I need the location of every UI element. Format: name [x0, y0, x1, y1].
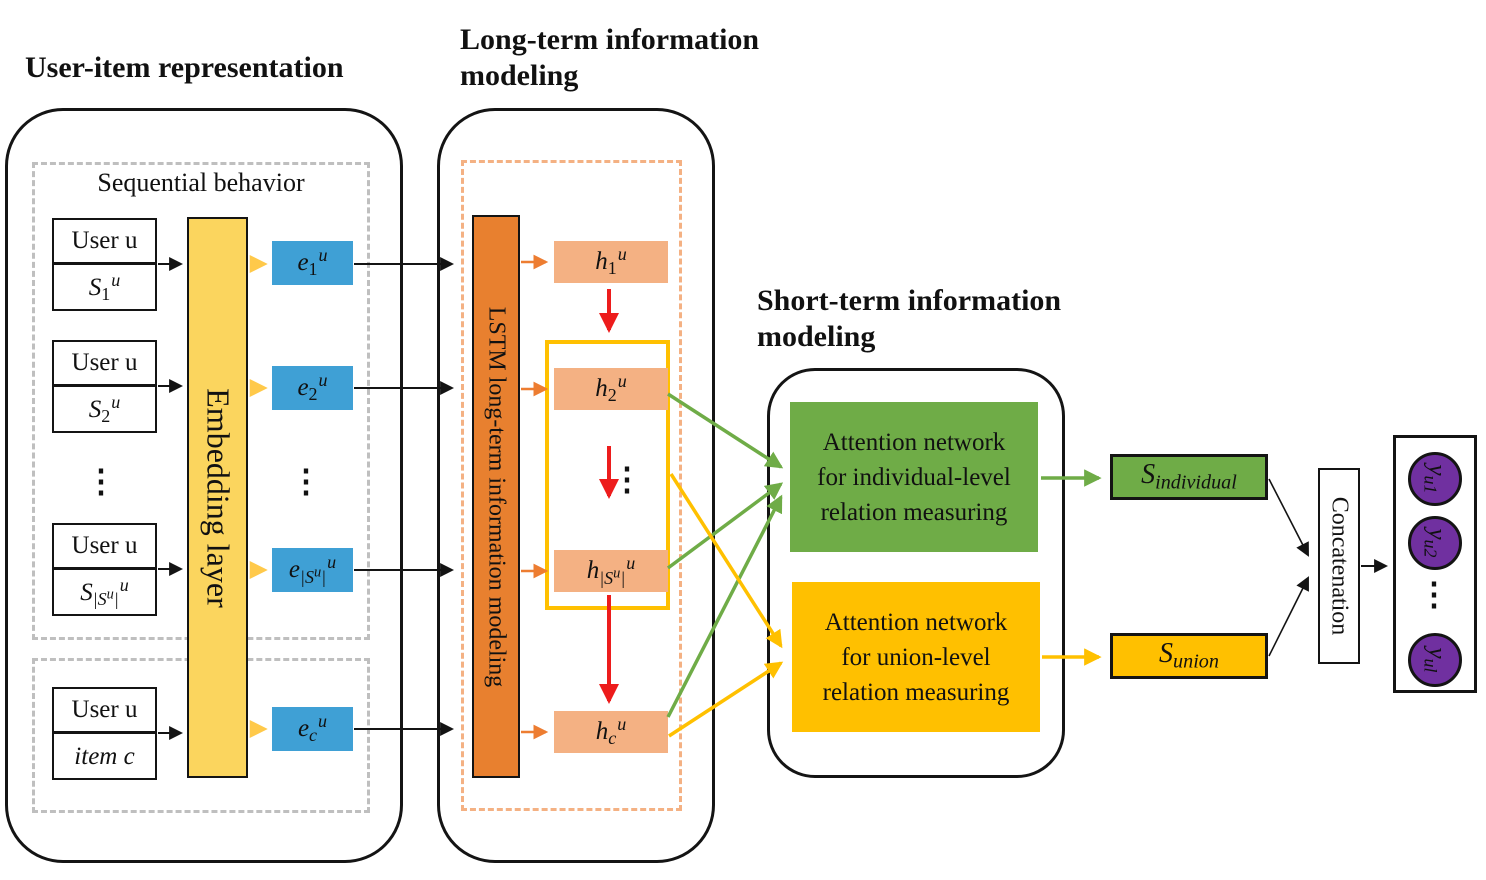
- embedding-layer-box: [187, 217, 248, 778]
- lstm-label: LSTM long-term information modeling: [483, 306, 510, 688]
- embedding-layer-label: Embedding layer: [200, 388, 237, 608]
- lstm-box: [472, 215, 520, 778]
- title-user-item: User-item representation: [25, 51, 344, 84]
- hidden-h1: h1u: [554, 241, 668, 283]
- user-box-4: User u item c: [52, 687, 157, 780]
- s-individual-box: Sindividual: [1110, 454, 1268, 500]
- user-column-ellipsis: ⋮: [85, 463, 117, 499]
- user-box-1: User u S1u: [52, 218, 157, 311]
- output-yul-label: yul: [1420, 647, 1451, 673]
- target-item-label: item c: [74, 742, 135, 770]
- sequence-item-label: S|Su|u: [80, 574, 129, 610]
- title-long-term-line1: Long-term information: [460, 23, 760, 56]
- embedding-ec: ecu: [272, 707, 353, 751]
- union-attention-line1: Attention network: [824, 608, 1008, 636]
- title-short-term: Short-term information modeling: [757, 283, 1061, 355]
- individual-attention-line3: relation measuring: [820, 498, 1008, 526]
- union-attention-line2: for union-level: [841, 643, 991, 671]
- sequence-item-label: S1u: [88, 269, 121, 305]
- output-ellipsis: ⋮: [1418, 576, 1450, 612]
- concatenation-box: [1318, 468, 1360, 664]
- output-yul-circle: [1408, 633, 1462, 687]
- s-union-box: Sunion: [1110, 633, 1268, 679]
- concatenation-label: Concatenation: [1326, 496, 1353, 636]
- embedding-esu: e|Su|u: [272, 548, 353, 592]
- user-label: User u: [54, 689, 155, 734]
- e-column-ellipsis: ⋮: [290, 463, 322, 499]
- h-column-ellipsis: ⋮: [611, 461, 643, 497]
- individual-attention-line1: Attention network: [822, 428, 1006, 456]
- line-sindividual-concatenation: [1268, 478, 1309, 557]
- output-yu2-circle: [1408, 516, 1462, 570]
- line-sunion-concatenation: [1268, 576, 1309, 657]
- hidden-hc: hcu: [554, 711, 668, 753]
- title-short-term-line1: Short-term information: [757, 284, 1062, 317]
- embedding-e1: e1u: [272, 241, 353, 285]
- user-box-2: User u S2u: [52, 340, 157, 433]
- title-short-term-line2: modeling: [757, 320, 876, 353]
- hidden-hsu: h|Su|u: [554, 550, 668, 592]
- output-yu1-circle: [1408, 452, 1462, 506]
- sequence-item-label: S2u: [88, 391, 121, 427]
- individual-attention-box: Attention network for individual-level r…: [790, 402, 1038, 552]
- title-long-term: Long-term information modeling: [460, 22, 759, 94]
- embedding-e2: e2u: [272, 366, 353, 410]
- sequential-behavior-label: Sequential behavior: [97, 168, 305, 197]
- user-item-panel: [5, 108, 403, 863]
- individual-attention-line2: for individual-level: [817, 463, 1011, 491]
- user-label: User u: [54, 525, 155, 570]
- title-long-term-line2: modeling: [460, 59, 579, 92]
- union-attention-box: Attention network for union-level relati…: [792, 582, 1040, 732]
- user-label: User u: [54, 342, 155, 387]
- user-box-3: User u S|Su|u: [52, 523, 157, 616]
- output-yu2-label: yu2: [1420, 528, 1451, 558]
- hidden-h2: h2u: [554, 368, 668, 410]
- user-label: User u: [54, 220, 155, 265]
- output-yu1-label: yu1: [1420, 464, 1451, 494]
- union-attention-line3: relation measuring: [822, 678, 1010, 706]
